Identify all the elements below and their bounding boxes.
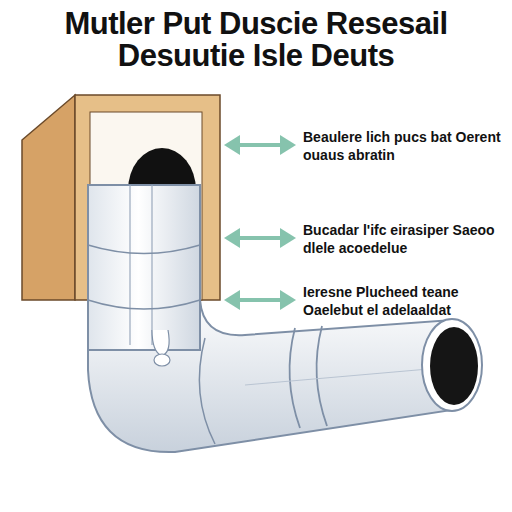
- callout-label: Beaulere lich pucs bat Oerent ouaus abra…: [303, 128, 503, 164]
- duct-vertical: [88, 185, 200, 350]
- duct-end-hole: [430, 327, 478, 405]
- box-side: [22, 95, 75, 300]
- callout-arrows: [224, 135, 296, 310]
- diagram-title: Mutler Put Duscie Resesail Desuutie Isle…: [8, 8, 504, 72]
- callout-label: Ieresne Plucheed teane Oaelebut el adela…: [303, 283, 503, 319]
- duct-end: [422, 319, 482, 411]
- callout-label: Bucadar l'ifc eirasiper Saeoo dlele acoe…: [303, 221, 503, 257]
- clamp: [152, 330, 169, 356]
